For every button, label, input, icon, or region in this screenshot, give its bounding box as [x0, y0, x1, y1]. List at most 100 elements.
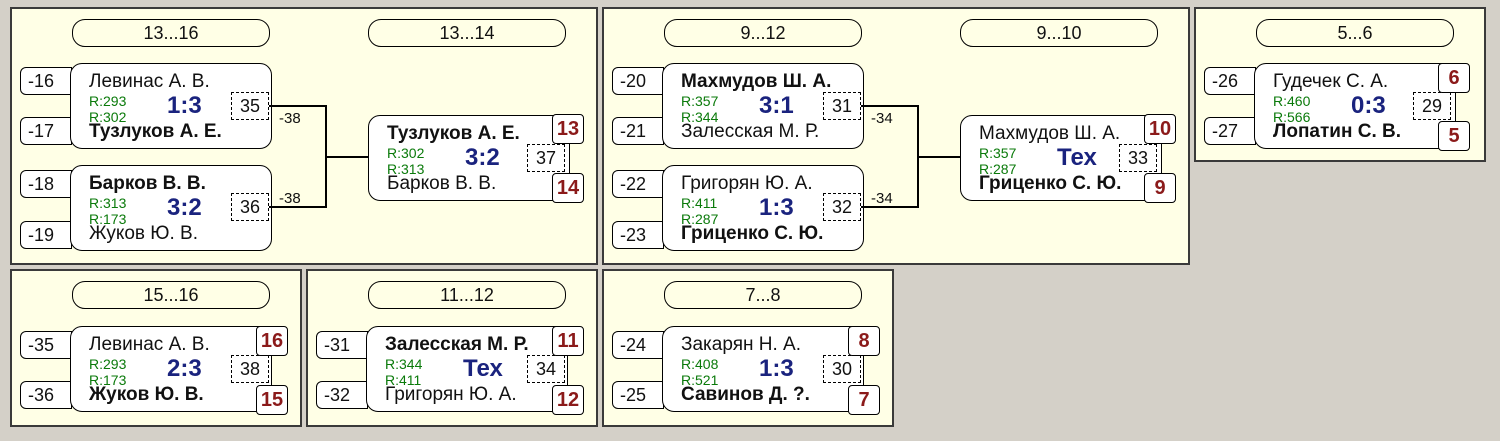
rating-bottom: R:173	[89, 372, 127, 388]
match-number: 38	[231, 355, 269, 383]
rating-top: R:293	[89, 356, 127, 372]
player-bottom: Савинов Д. ?.	[681, 384, 810, 405]
seed-slot: -25	[612, 381, 664, 409]
player-bottom: Лопатин С. В.	[1273, 121, 1401, 142]
place-badge: 5	[1438, 121, 1470, 151]
match-number: 33	[1119, 144, 1157, 172]
place-badge: 8	[848, 326, 880, 356]
rating-bottom: R:521	[681, 372, 719, 388]
player-top: Махмудов Ш. А.	[681, 71, 832, 92]
match-number: 29	[1413, 92, 1451, 120]
match-number: 36	[231, 193, 269, 221]
player-bottom: Тузлуков А. Е.	[89, 121, 222, 142]
place-badge: 16	[256, 326, 288, 356]
rating-bottom: R:313	[387, 161, 425, 177]
loser-destination: -38	[279, 110, 301, 127]
match-box[interactable]: Левинас А. В. R:293 R:302 1:3 Тузлуков А…	[70, 63, 272, 149]
seed-slot: -16	[20, 67, 72, 95]
seed-slot: -24	[612, 331, 664, 359]
seed-slot: -20	[612, 67, 664, 95]
match-number: 34	[527, 355, 565, 383]
player-bottom: Барков В. В.	[387, 173, 497, 194]
match-number: 31	[823, 92, 861, 120]
place-badge: 15	[256, 385, 288, 415]
rating-top: R:460	[1273, 93, 1311, 109]
panel-title: 15...16	[72, 281, 270, 309]
place-badge: 9	[1144, 173, 1176, 203]
match-box[interactable]: Тузлуков А. Е. R:302 R:313 3:2 Барков В.…	[368, 115, 570, 201]
panel-title: 5...6	[1256, 19, 1454, 47]
seed-slot: -36	[20, 381, 72, 409]
rating-top: R:313	[89, 195, 127, 211]
rating-top: R:357	[979, 145, 1017, 161]
match-score: 3:1	[759, 92, 794, 119]
match-score: 1:3	[759, 194, 794, 221]
rating-top: R:293	[89, 93, 127, 109]
rating-bottom: R:302	[89, 109, 127, 125]
match-number: 32	[823, 193, 861, 221]
match-number: 30	[823, 355, 861, 383]
player-top: Махмудов Ш. А.	[979, 123, 1121, 144]
match-score: Тех	[1057, 144, 1097, 171]
loser-destination: -38	[279, 190, 301, 207]
match-box[interactable]: Барков В. В. R:313 R:173 3:2 Жуков Ю. В.	[70, 165, 272, 251]
player-bottom: Залесская М. Р.	[681, 121, 820, 142]
match-box[interactable]: Гудечек С. А. R:460 R:566 0:3 Лопатин С.…	[1254, 63, 1456, 149]
seed-slot: -26	[1204, 67, 1256, 95]
seed-slot: -17	[20, 117, 72, 145]
rating-bottom: R:566	[1273, 109, 1311, 125]
player-bottom: Григорян Ю. А.	[385, 384, 517, 405]
player-bottom: Гриценко С. Ю.	[979, 173, 1122, 194]
seed-slot: -27	[1204, 117, 1256, 145]
rating-bottom: R:173	[89, 211, 127, 227]
place-badge: 13	[552, 114, 584, 144]
player-bottom: Жуков Ю. В.	[89, 223, 198, 244]
loser-destination: -34	[871, 190, 893, 207]
panel-title: 13...14	[368, 19, 566, 47]
seed-slot: -35	[20, 331, 72, 359]
connector	[269, 206, 327, 208]
player-top: Гудечек С. А.	[1273, 71, 1389, 92]
place-badge: 12	[552, 385, 584, 415]
player-top: Тузлуков А. Е.	[387, 123, 520, 144]
player-top: Григорян Ю. А.	[681, 173, 813, 194]
rating-top: R:411	[681, 195, 718, 211]
connector	[917, 156, 961, 158]
panel-title: 9...10	[960, 19, 1158, 47]
match-score: 3:2	[167, 194, 202, 221]
place-badge: 10	[1144, 114, 1176, 144]
seed-slot: -32	[316, 381, 368, 409]
rating-top: R:344	[385, 356, 423, 372]
match-box[interactable]: Григорян Ю. А. R:411 R:287 1:3 Гриценко …	[662, 165, 864, 251]
match-score: 1:3	[759, 355, 794, 382]
rating-bottom: R:411	[385, 372, 422, 388]
rating-bottom: R:287	[681, 211, 719, 227]
place-badge: 6	[1438, 63, 1470, 93]
panel-title: 9...12	[664, 19, 862, 47]
player-bottom: Гриценко С. Ю.	[681, 223, 824, 244]
match-score: 1:3	[167, 92, 202, 119]
seed-slot: -23	[612, 221, 664, 249]
player-bottom: Жуков Ю. В.	[89, 384, 204, 405]
match-score: 3:2	[465, 144, 500, 171]
seed-slot: -31	[316, 331, 368, 359]
panel-title: 7...8	[664, 281, 862, 309]
seed-slot: -22	[612, 170, 664, 198]
player-top: Залесская М. Р.	[385, 334, 529, 355]
connector	[269, 105, 327, 107]
loser-destination: -34	[871, 110, 893, 127]
match-number: 37	[527, 144, 565, 172]
player-top: Закарян Н. А.	[681, 334, 801, 355]
match-score: 0:3	[1351, 92, 1386, 119]
connector	[325, 156, 369, 158]
seed-slot: -19	[20, 221, 72, 249]
connector	[861, 105, 919, 107]
panel-title: 13...16	[72, 19, 270, 47]
place-badge: 14	[552, 173, 584, 203]
panel-title: 11...12	[368, 281, 566, 309]
match-score: 2:3	[167, 355, 202, 382]
seed-slot: -18	[20, 170, 72, 198]
rating-top: R:357	[681, 93, 719, 109]
place-badge: 7	[848, 385, 880, 415]
player-top: Левинас А. В.	[89, 334, 210, 355]
